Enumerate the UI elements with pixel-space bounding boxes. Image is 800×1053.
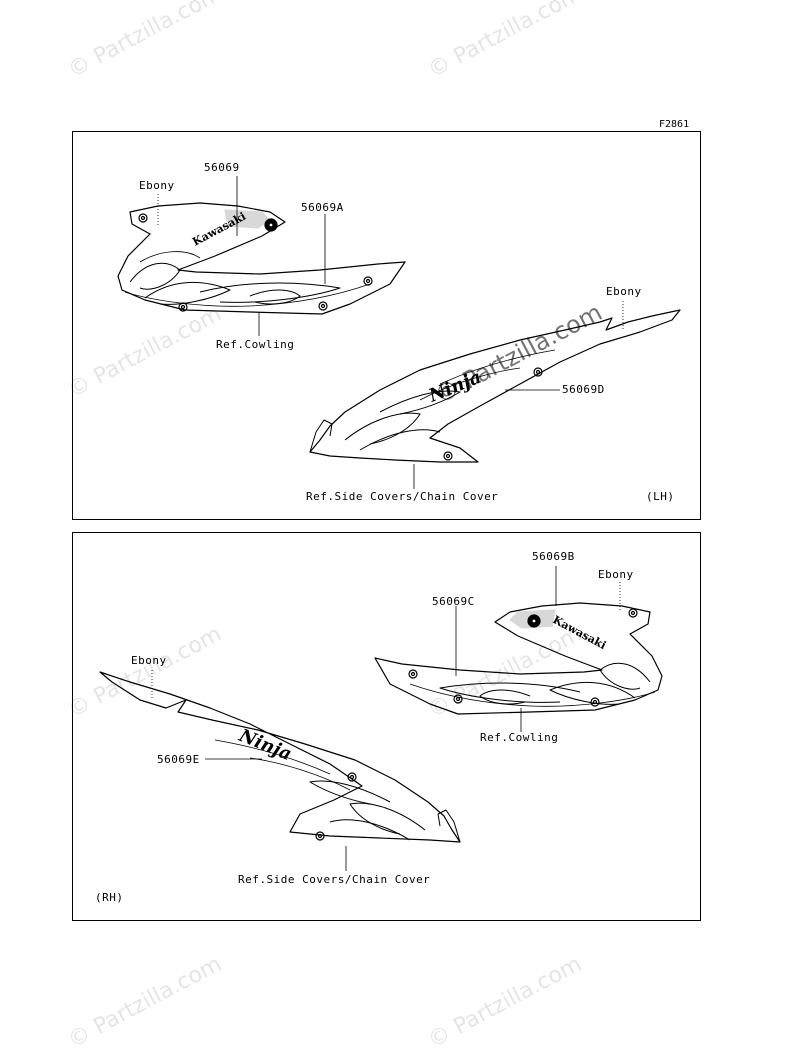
label-56069A: 56069A (301, 201, 344, 214)
lh-side-cover-decal: Ninja (309, 309, 681, 463)
label-lh-side: (LH) (646, 490, 675, 503)
lh-panel (72, 131, 701, 520)
label-ref-cowling-rh: Ref.Cowling (480, 731, 559, 744)
label-56069B: 56069B (532, 550, 575, 563)
label-ref-cowling-lh: Ref.Cowling (216, 338, 295, 351)
svg-text:Kawasaki: Kawasaki (190, 210, 248, 249)
lh-cowl-decal: Kawasaki (117, 202, 406, 315)
label-56069D: 56069D (562, 383, 605, 396)
label-ebony-side-lh: Ebony (606, 285, 642, 298)
label-56069: 56069 (204, 161, 240, 174)
label-rh-side: (RH) (95, 891, 124, 904)
label-ebony-cowl-rh: Ebony (598, 568, 634, 581)
figure-code: F2861 (659, 119, 690, 130)
label-ebony-side-rh: Ebony (131, 654, 167, 667)
rh-cowl-decal: Kawasaki (374, 602, 663, 715)
svg-text:Kawasaki: Kawasaki (551, 613, 609, 652)
label-ref-side-covers-rh: Ref.Side Covers/Chain Cover (238, 873, 431, 886)
label-ebony-cowl-lh: Ebony (139, 179, 175, 192)
label-56069E: 56069E (157, 753, 200, 766)
label-ref-side-covers-lh: Ref.Side Covers/Chain Cover (306, 490, 499, 503)
label-56069C: 56069C (432, 595, 475, 608)
rh-side-cover-decal: Ninja (99, 671, 461, 843)
rh-panel (72, 532, 701, 921)
